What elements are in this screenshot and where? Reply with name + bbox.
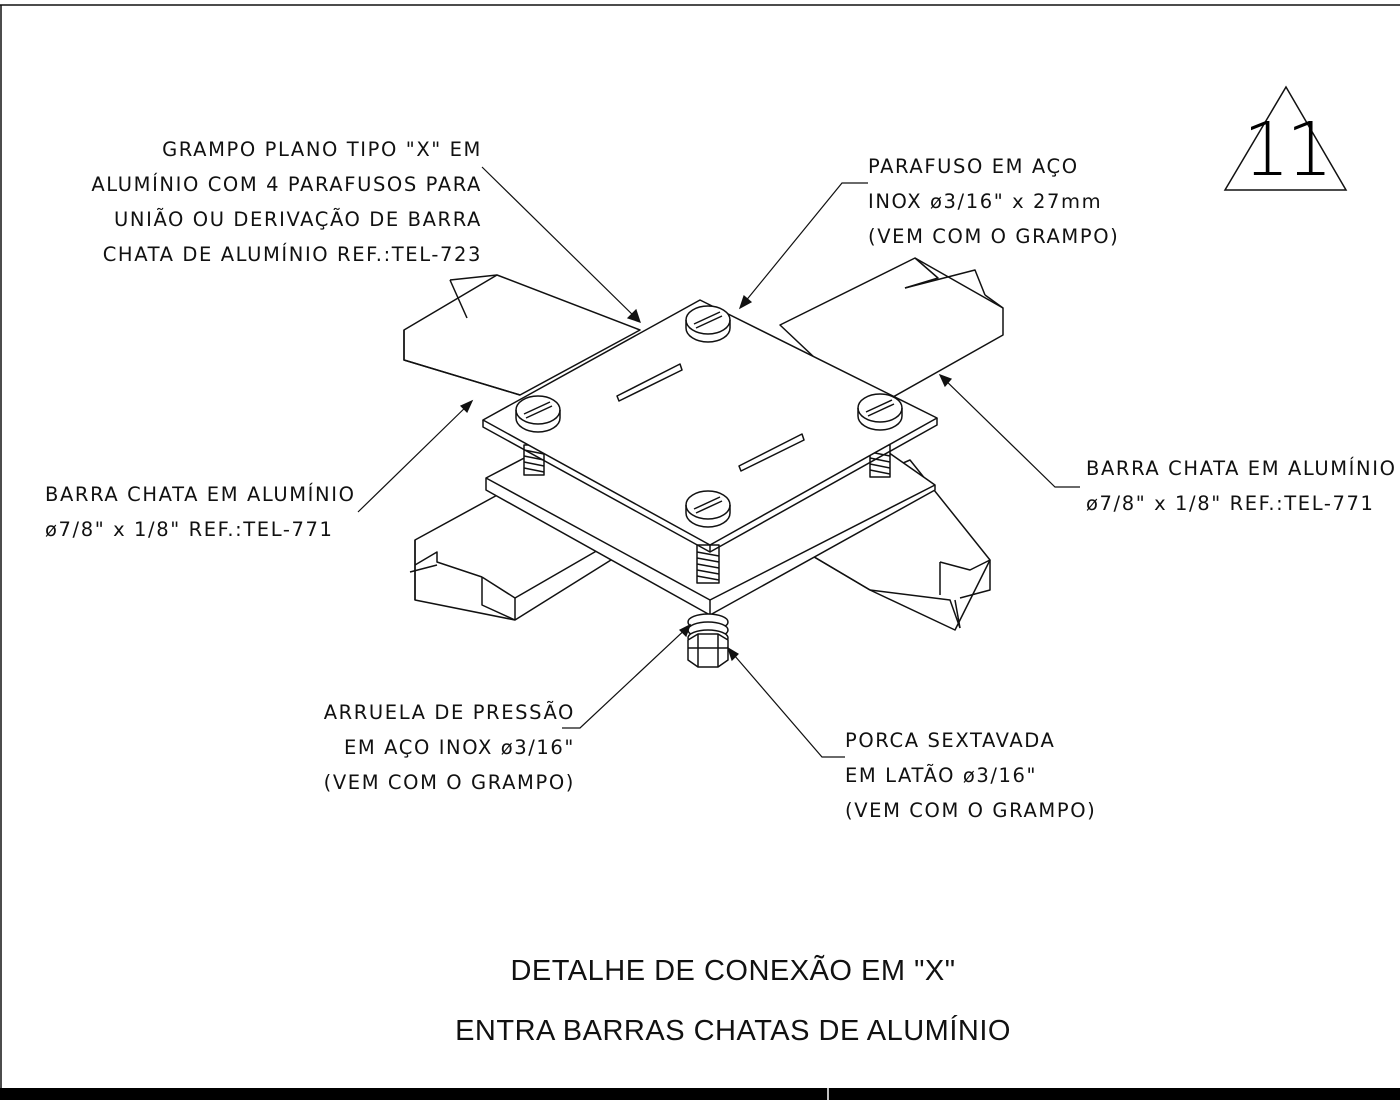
label-clamp-line: GRAMPO PLANO TIPO "X" EM: [162, 138, 482, 161]
label-bar-left: BARRA CHATA EM ALUMÍNIO ø7/8" x 1/8" REF…: [45, 477, 356, 547]
label-bar-right-line: BARRA CHATA EM ALUMÍNIO: [1086, 457, 1397, 480]
label-washer-line: (VEM COM O GRAMPO): [323, 771, 575, 794]
label-screw-line: PARAFUSO EM AÇO: [868, 155, 1079, 178]
label-clamp: GRAMPO PLANO TIPO "X" EM ALUMÍNIO COM 4 …: [60, 132, 482, 272]
label-clamp-line: ALUMÍNIO COM 4 PARAFUSOS PARA: [91, 173, 482, 196]
sheet-border: [0, 4, 1400, 1100]
label-nut-line: (VEM COM O GRAMPO): [845, 799, 1097, 822]
bar-upper-left: [403, 274, 641, 396]
label-nut: PORCA SEXTAVADA EM LATÃO ø3/16" (VEM COM…: [845, 723, 1096, 828]
clamp-assembly-drawing: [403, 257, 1004, 668]
label-nut-line: EM LATÃO ø3/16": [845, 764, 1038, 787]
screw-heads: [515, 305, 903, 528]
label-nut-line: PORCA SEXTAVADA: [845, 729, 1056, 752]
drawing-title-line2: ENTRA BARRAS CHATAS DE ALUMÍNIO: [455, 1015, 1011, 1047]
label-washer-line: EM AÇO INOX ø3/16": [344, 736, 575, 759]
label-bar-left-line: BARRA CHATA EM ALUMÍNIO: [45, 483, 356, 506]
revision-triangle: [1223, 85, 1348, 191]
drawing-title-line1: DETALHE DE CONEXÃO EM "X": [510, 955, 956, 987]
label-clamp-line: CHATA DE ALUMÍNIO REF.:TEL-723: [102, 243, 482, 266]
label-washer: ARRUELA DE PRESSÃO EM AÇO INOX ø3/16" (V…: [300, 695, 575, 800]
label-screw-line: INOX ø3/16" x 27mm: [868, 190, 1103, 213]
top-plate: [482, 299, 938, 553]
label-washer-line: ARRUELA DE PRESSÃO: [323, 701, 575, 724]
label-clamp-line: UNIÃO OU DERIVAÇÃO DE BARRA: [114, 208, 482, 231]
label-bar-right-line: ø7/8" x 1/8" REF.:TEL-771: [1086, 492, 1375, 515]
leader-lines: [357, 166, 1080, 758]
sheet-number: 11: [1242, 107, 1333, 193]
label-bar-left-line: ø7/8" x 1/8" REF.:TEL-771: [45, 518, 334, 541]
label-screw-line: (VEM COM O GRAMPO): [868, 225, 1120, 248]
washer-and-nut: [687, 613, 729, 668]
label-bar-right: BARRA CHATA EM ALUMÍNIO ø7/8" x 1/8" REF…: [1086, 451, 1397, 521]
label-screw: PARAFUSO EM AÇO INOX ø3/16" x 27mm (VEM …: [868, 149, 1119, 254]
